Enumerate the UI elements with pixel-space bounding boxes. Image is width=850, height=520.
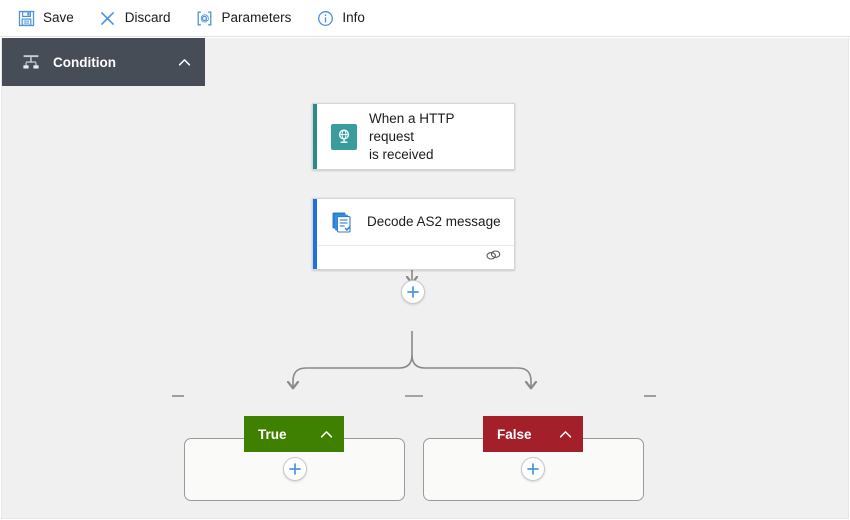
save-button-label: Save (43, 10, 74, 26)
branch-header-false[interactable]: False (483, 416, 583, 452)
node-accent-bar (313, 199, 317, 269)
add-action-button-after-decode[interactable] (401, 280, 425, 304)
node-accent-bar (313, 104, 317, 169)
parameters-button-label: Parameters (221, 10, 292, 26)
info-button[interactable]: Info (313, 4, 373, 32)
branch-label-false: False (497, 426, 532, 442)
add-action-button-true-branch[interactable] (283, 457, 307, 481)
add-action-button-false-branch[interactable] (521, 457, 545, 481)
plus-icon (289, 463, 301, 475)
node-footer (313, 245, 514, 270)
as2-documents-icon (329, 209, 355, 235)
plus-icon (407, 286, 419, 298)
node-decode-as2-message[interactable]: Decode AS2 message (312, 198, 515, 270)
designer-toolbar: Save Discard Parameters (0, 0, 850, 37)
link-chain-icon[interactable] (485, 248, 502, 268)
discard-x-icon (98, 8, 118, 28)
info-button-label: Info (342, 10, 365, 26)
parameters-at-bracket-icon (195, 8, 215, 28)
chevron-up-icon[interactable] (176, 54, 192, 70)
http-request-trigger-icon (331, 123, 357, 150)
info-circle-icon (315, 8, 335, 28)
node-title: Decode AS2 message (367, 214, 501, 229)
discard-button-label: Discard (124, 10, 171, 26)
node-content-row: Decode AS2 message (313, 199, 514, 245)
branch-label-true: True (258, 426, 287, 442)
node-title: Condition (53, 54, 116, 70)
condition-branch-icon (21, 52, 41, 72)
chevron-up-icon[interactable] (557, 426, 573, 442)
save-icon (16, 8, 36, 28)
chevron-up-icon[interactable] (318, 426, 334, 442)
discard-button[interactable]: Discard (96, 4, 179, 32)
branch-header-true[interactable]: True (244, 416, 344, 452)
node-condition[interactable]: Condition (2, 38, 205, 86)
plus-icon (527, 463, 539, 475)
save-button[interactable]: Save (14, 4, 82, 32)
parameters-button[interactable]: Parameters (193, 4, 300, 32)
